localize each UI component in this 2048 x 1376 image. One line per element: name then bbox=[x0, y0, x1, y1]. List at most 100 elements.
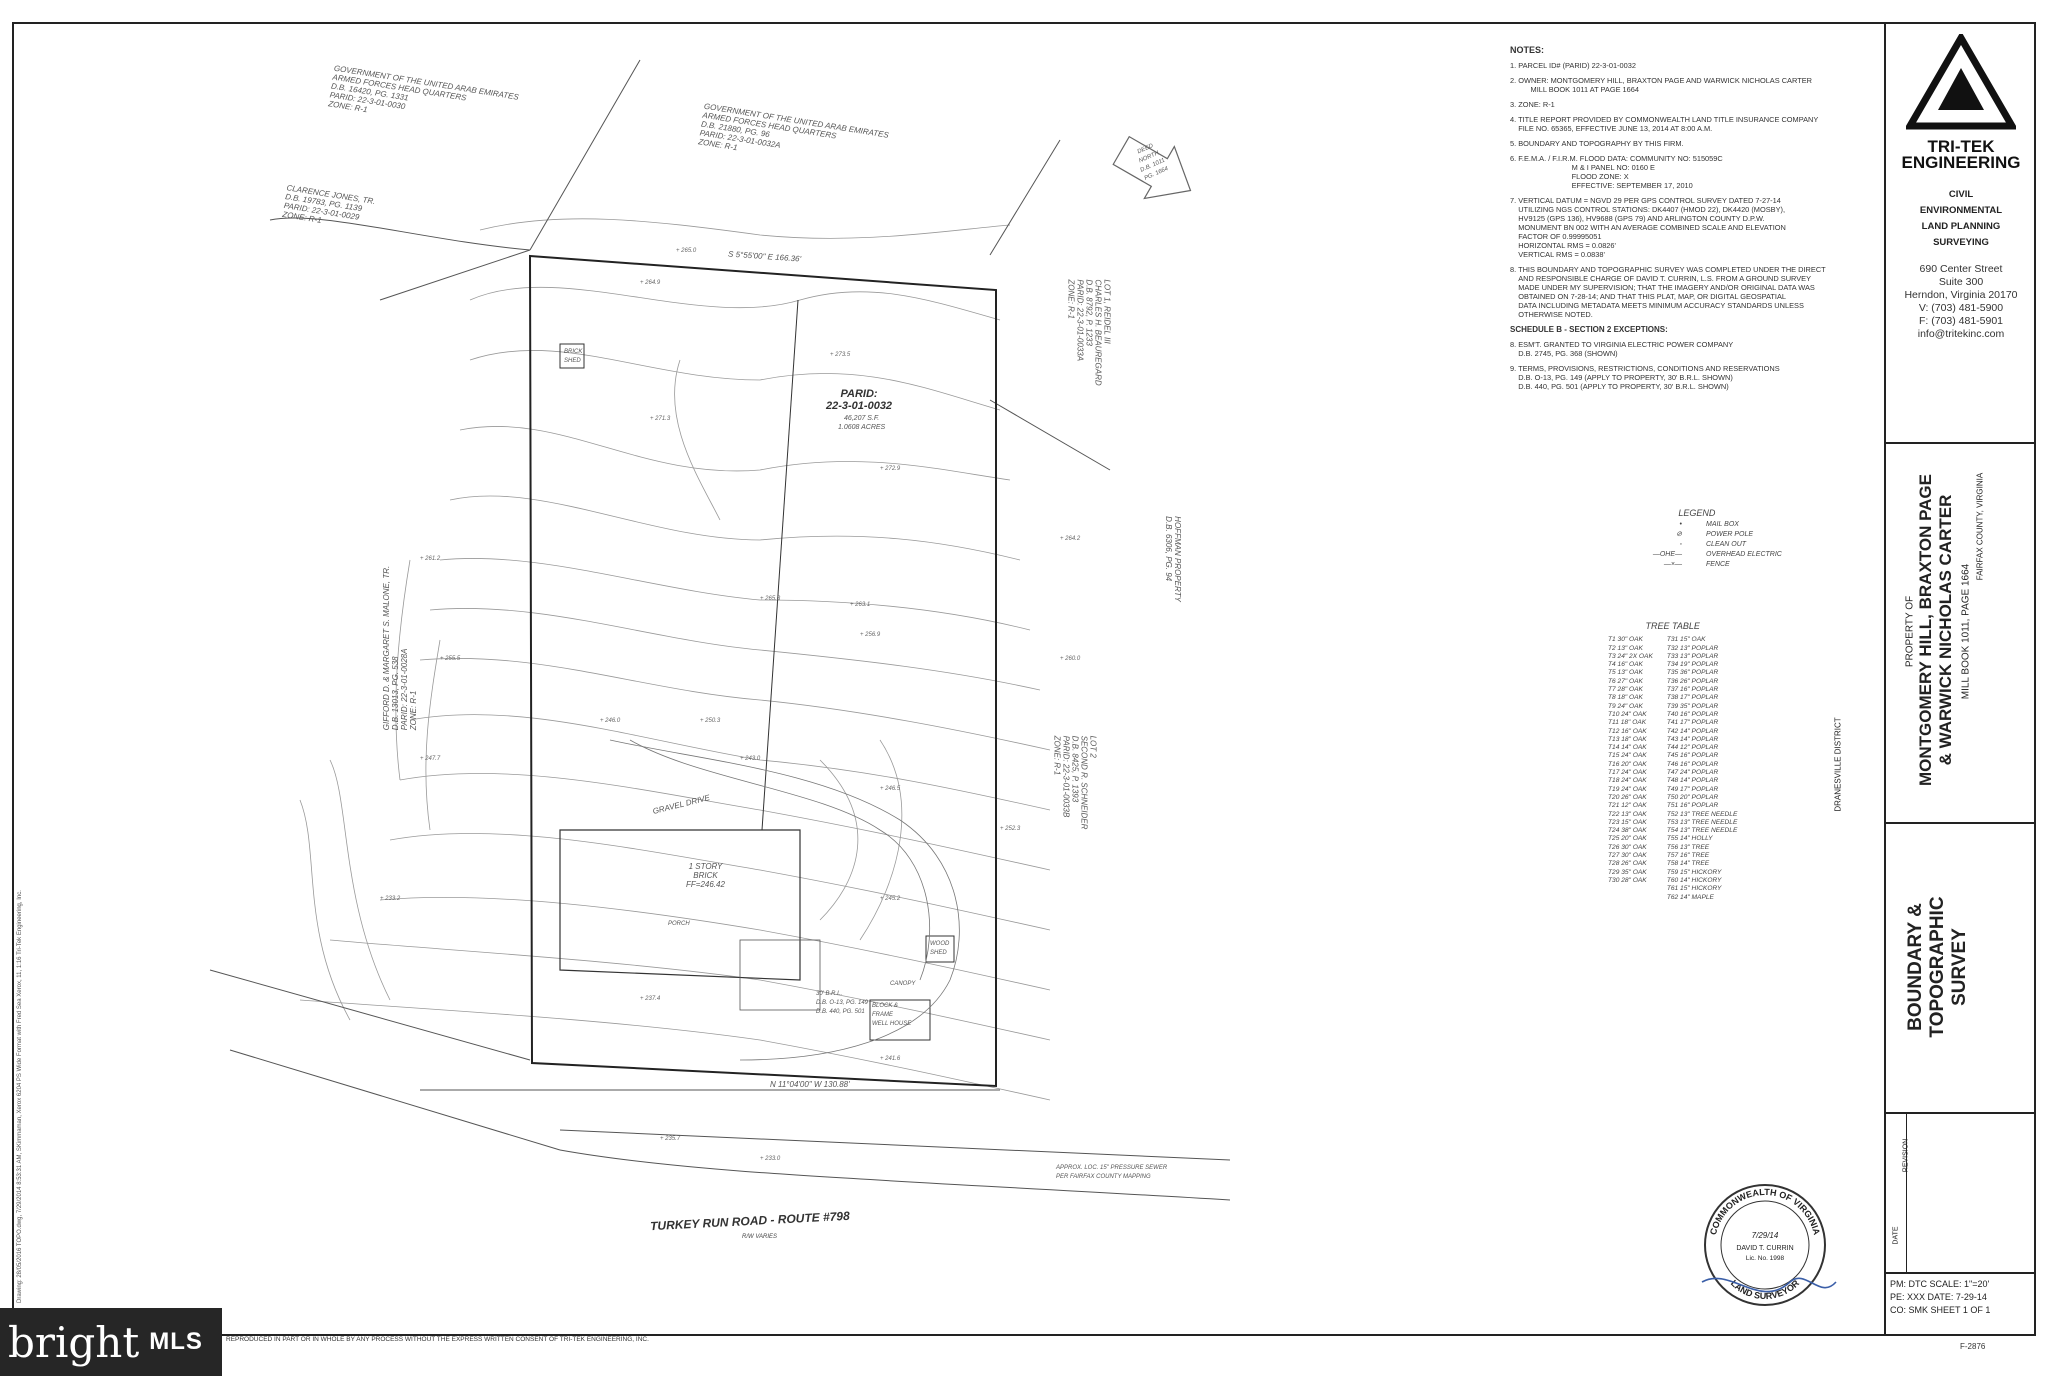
hoffman-note: HOFFMAN PROPERTY D.B. 6306, PG. 94 bbox=[1163, 516, 1182, 602]
schedule-b-title: SCHEDULE B - SECTION 2 EXCEPTIONS: bbox=[1510, 325, 1668, 334]
notes-section: NOTES: 1. PARCEL ID# (PARID) 22-3-01-003… bbox=[1510, 46, 1840, 397]
svg-text:+ 235.7: + 235.7 bbox=[660, 1136, 681, 1142]
tree-table-row: T38 17" POPLAR bbox=[1666, 694, 1719, 702]
schedule-row: PM: DTC SCALE: 1"=20' bbox=[1890, 1279, 1990, 1289]
tree-table-row: T3 24" 2X OAK bbox=[1608, 652, 1653, 660]
tree-table-row: T6 27" OAK bbox=[1608, 677, 1643, 685]
note-2: 2. OWNER: MONTGOMERY HILL, BRAXTON PAGE … bbox=[1510, 76, 1812, 94]
canopy-label: CANOPY bbox=[890, 981, 916, 987]
svg-text:+ 264.9: + 264.9 bbox=[640, 280, 661, 286]
tree-table-row: T29 35" OAK bbox=[1608, 868, 1647, 876]
svg-text:+ 260.0: + 260.0 bbox=[1060, 656, 1081, 662]
district: DRANESVILLE DISTRICT bbox=[1833, 717, 1843, 812]
svg-text:+ 273.5: + 273.5 bbox=[830, 352, 851, 358]
tree-table-row: T22 13" OAK bbox=[1608, 810, 1647, 818]
tree-table-row: T56 13" TREE bbox=[1666, 843, 1710, 851]
seal-ring-text: COMMONWEALTH OF VIRGINIA bbox=[1708, 1187, 1822, 1237]
legend-title: LEGEND bbox=[1678, 508, 1716, 518]
schedule-block: PM: DTC SCALE: 1"=20' PE: XXX DATE: 7-29… bbox=[1886, 1272, 2036, 1336]
east-adjoiner-1: LOT 1, REIDEL III CHARLES H. BEAUREGARD … bbox=[1066, 279, 1112, 386]
tri-tek-logo-icon bbox=[1903, 31, 2019, 130]
svg-text:+ 250.3: + 250.3 bbox=[700, 718, 721, 724]
tree-table-row: T46 16" POPLAR bbox=[1666, 760, 1719, 768]
note-8: 8. THIS BOUNDARY AND TOPOGRAPHIC SURVEY … bbox=[1510, 265, 1826, 319]
revision-block: REVISION DATE bbox=[1886, 1112, 2036, 1274]
tree-table-row: T8 18" OAK bbox=[1608, 694, 1643, 702]
svg-text:+ 233.0: + 233.0 bbox=[760, 1156, 781, 1162]
tree-table-row: T58 14" TREE bbox=[1666, 860, 1710, 868]
property-block: PROPERTY OF MONTGOMERY HILL, BRAXTON PAG… bbox=[1834, 442, 2036, 824]
schedule-item-9: 9. TERMS, PROVISIONS, RESTRICTIONS, COND… bbox=[1510, 364, 1780, 391]
wood-shed-label: WOOD SHED bbox=[930, 941, 950, 956]
tree-table-row: T41 17" POPLAR bbox=[1666, 719, 1719, 727]
svg-text:+ 261.2: + 261.2 bbox=[420, 556, 441, 562]
brick-shed-label: BRICK SHED bbox=[564, 349, 583, 364]
note-7: 7. VERTICAL DATUM = NGVD 29 PER GPS CONT… bbox=[1510, 196, 1786, 259]
tree-table-row: T62 14" MAPLE bbox=[1666, 893, 1714, 901]
tree-table-row: T37 16" POPLAR bbox=[1666, 686, 1719, 694]
well-house-label: BLOCK & FRAME WELL HOUSE bbox=[872, 1003, 912, 1027]
parcel-area: 46,207 S.F. 1.0608 ACRES bbox=[838, 415, 886, 431]
tree-table-row: T50 20" POPLAR bbox=[1666, 793, 1719, 801]
title-block: TRI-TEK ENGINEERING CIVIL ENVIRONMENTAL … bbox=[1834, 22, 2036, 1336]
tree-table-row: T28 26" OAK bbox=[1608, 860, 1647, 868]
seal-name: DAVID T. CURRIN bbox=[1736, 1245, 1793, 1252]
svg-text:+ 272.9: + 272.9 bbox=[880, 466, 901, 472]
tree-table-row: T13 18" OAK bbox=[1608, 735, 1647, 743]
svg-text:+ 245.2: + 245.2 bbox=[880, 896, 901, 902]
legend-row: •MAIL BOX bbox=[1612, 520, 1782, 530]
svg-text:+ 264.2: + 264.2 bbox=[1060, 536, 1081, 542]
tree-table-row: T54 13" TREE NEEDLE bbox=[1666, 827, 1738, 835]
copyright-notice: REPRODUCED IN PART OR IN WHOLE BY ANY PR… bbox=[226, 1336, 649, 1343]
note-4: 4. TITLE REPORT PROVIDED BY COMMONWEALTH… bbox=[1510, 115, 1819, 133]
svg-text:+ 243.0: + 243.0 bbox=[740, 756, 761, 762]
tree-table-row: T12 16" OAK bbox=[1608, 727, 1647, 735]
sewer-note: APPROX. LOC. 15" PRESSURE SEWER PER FAIR… bbox=[1056, 1165, 1168, 1180]
tree-table-row: T19 24" OAK bbox=[1608, 785, 1647, 793]
tree-table-row: T51 16" POPLAR bbox=[1666, 802, 1719, 810]
road-width: R/W VARIES bbox=[742, 1234, 778, 1240]
seal-license: Lic. No. 1998 bbox=[1746, 1255, 1785, 1262]
survey-title-3: SURVEY bbox=[1949, 928, 1970, 1006]
svg-text:+ 246.5: + 246.5 bbox=[880, 786, 901, 792]
svg-text:+ 237.4: + 237.4 bbox=[640, 996, 661, 1002]
tree-table-row: T27 30" OAK bbox=[1608, 852, 1647, 860]
tree-table-row: T4 16" OAK bbox=[1608, 661, 1643, 669]
tree-table-row: T35 36" POPLAR bbox=[1666, 669, 1719, 677]
owners-line-1: MONTGOMERY HILL, BRAXTON PAGE bbox=[1916, 474, 1935, 786]
tree-table-row: T44 12" POPLAR bbox=[1666, 744, 1719, 752]
tree-table-row: T1 30" OAK bbox=[1608, 636, 1643, 644]
tree-table-row: T60 14" HICKORY bbox=[1666, 876, 1722, 884]
legend-row: —OHE—OVERHEAD ELECTRIC bbox=[1612, 550, 1782, 560]
note-3: 3. ZONE: R-1 bbox=[1510, 100, 1555, 109]
brand-name: bright bbox=[8, 1317, 140, 1367]
note-6: 6. F.E.M.A. / F.I.R.M. FLOOD DATA: COMMU… bbox=[1510, 154, 1723, 190]
tree-table-row: T14 14" OAK bbox=[1608, 744, 1647, 752]
east-adjoiner-2: LOT 2 SECOND R. SCHNEIDER D.B. 8425, P. … bbox=[1052, 735, 1098, 830]
survey-title-block: BOUNDARY & TOPOGRAPHIC SURVEY bbox=[1886, 822, 2036, 1114]
tree-table-row: T49 17" POPLAR bbox=[1666, 785, 1719, 793]
svg-text:+ 265.3: + 265.3 bbox=[760, 596, 781, 602]
legend-label: POWER POLE bbox=[1706, 531, 1754, 538]
svg-text:+ 263.1: + 263.1 bbox=[850, 602, 870, 608]
plat-drawing: + 265.0+ 264.9+ 273.5 + 271.3+ 272.9+ 26… bbox=[209, 59, 1231, 1201]
note-5: 5. BOUNDARY AND TOPOGRAPHY BY THIS FIRM. bbox=[1510, 139, 1684, 148]
tree-table-row: T16 20" OAK bbox=[1608, 760, 1647, 768]
brand-suffix: MLS bbox=[149, 1328, 203, 1355]
company-name: TRI-TEK ENGINEERING bbox=[1901, 137, 2021, 172]
survey-title-1: BOUNDARY & bbox=[1905, 903, 1926, 1031]
schedule-row: PE: XXX DATE: 7-29-14 bbox=[1890, 1292, 1987, 1302]
tree-table-row: T52 13" TREE NEEDLE bbox=[1666, 810, 1738, 818]
tree-table-row: T34 19" POPLAR bbox=[1666, 661, 1719, 669]
legend-label: FENCE bbox=[1706, 561, 1730, 568]
tree-table-row: T45 16" POPLAR bbox=[1666, 752, 1719, 760]
south-bearing: N 11°04'00" W 130.88' bbox=[770, 1080, 850, 1089]
tree-table-row: T31 15" OAK bbox=[1666, 636, 1706, 644]
parcel-label: PARID: 22-3-01-0032 bbox=[826, 388, 893, 412]
svg-text:+ 233.2: + 233.2 bbox=[380, 896, 401, 902]
legend-label: CLEAN OUT bbox=[1706, 541, 1747, 548]
sheet-number: F-2876 bbox=[1960, 1342, 1986, 1351]
tree-table-row: T59 15" HICKORY bbox=[1666, 868, 1722, 876]
